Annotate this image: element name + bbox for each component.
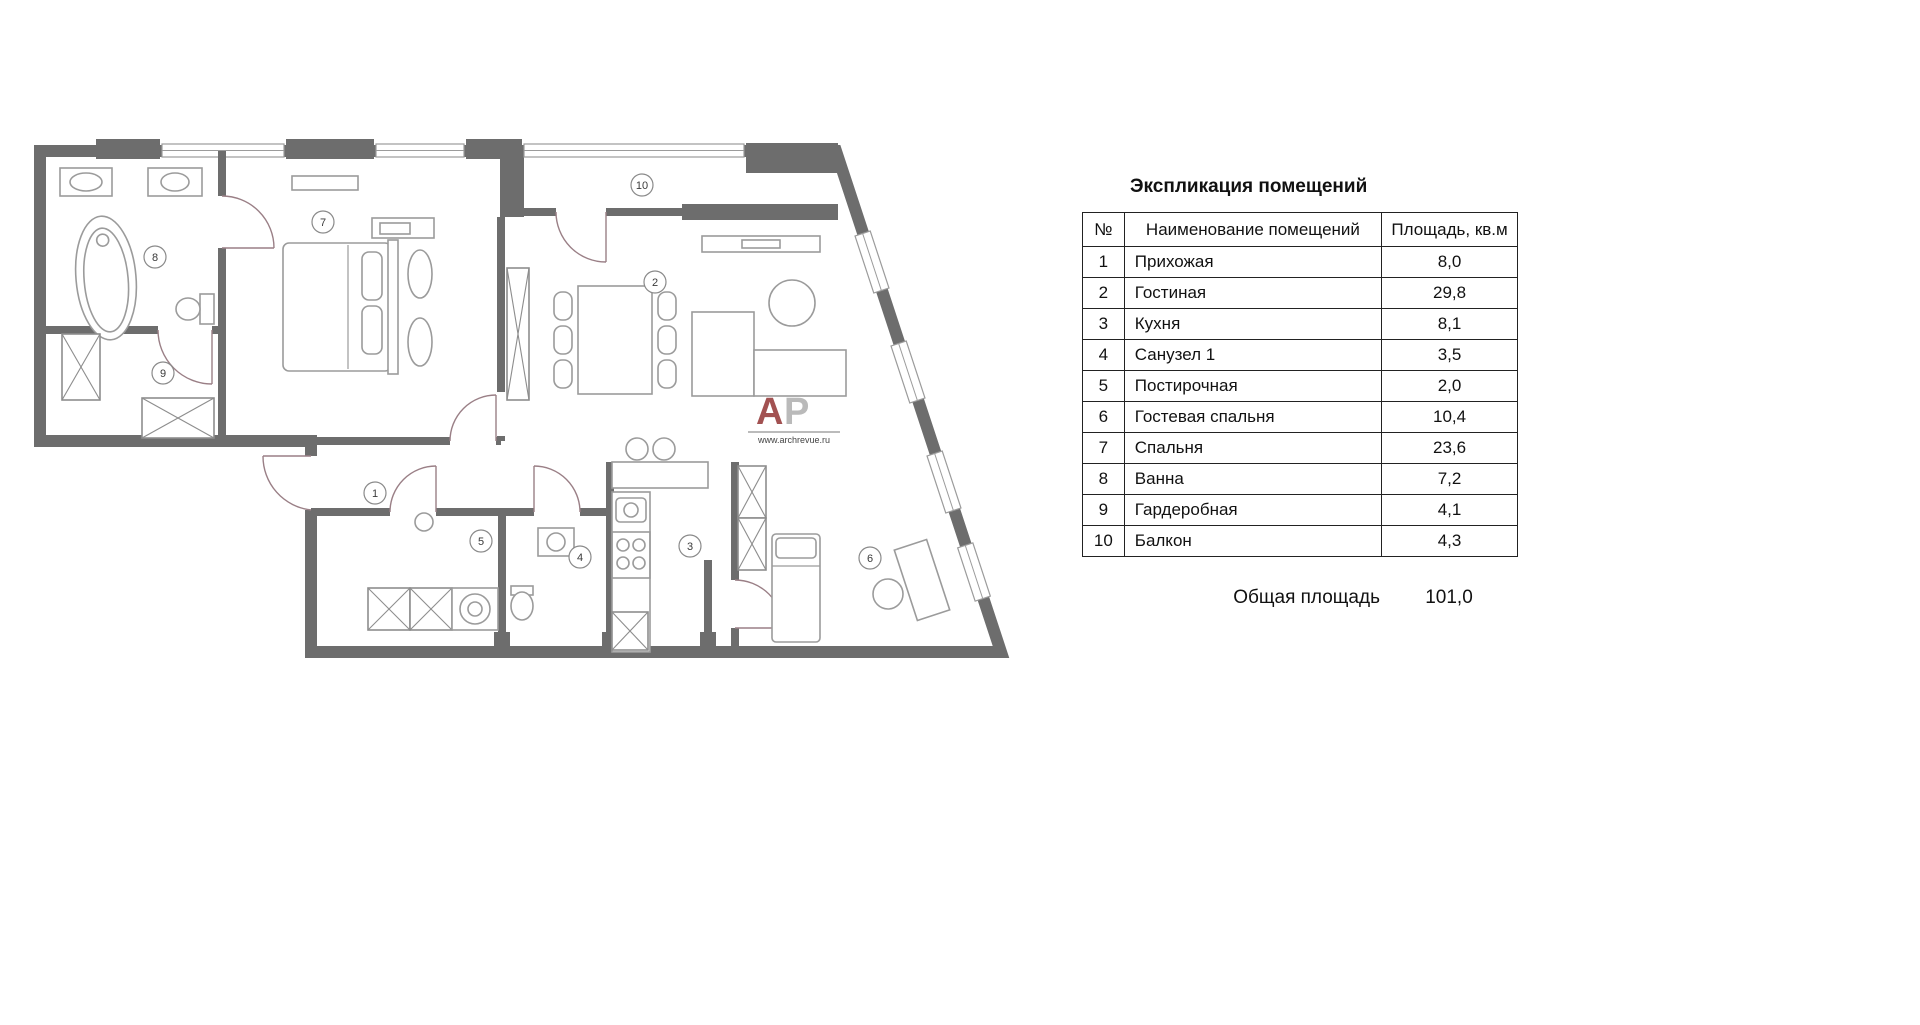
wall-piers — [96, 139, 838, 652]
svg-text:6: 6 — [867, 553, 873, 565]
schedule-table: № Наименование помещений Площадь, кв.м 1… — [1082, 212, 1518, 557]
window — [161, 143, 745, 158]
svg-text:Р: Р — [784, 391, 809, 433]
floor-plan: 1 2 3 4 5 6 7 8 9 10 А Р www.archrevue.r… — [34, 139, 1010, 658]
coffee-table — [768, 279, 816, 327]
guest-bed — [771, 533, 821, 643]
desk-chair — [872, 578, 904, 610]
washing-machine — [451, 587, 499, 631]
total-area-value: 101,0 — [1425, 587, 1473, 608]
dining-table — [553, 285, 677, 395]
wc-fixtures — [510, 527, 575, 621]
header-name: Наименование помещений — [1123, 212, 1383, 247]
table-header-row: № Наименование помещений Площадь, кв.м — [1082, 212, 1518, 247]
window-slanted — [854, 230, 992, 602]
bedroom-furniture — [282, 175, 435, 375]
sofa — [691, 311, 847, 397]
wardrobe-cabinet — [61, 333, 215, 439]
entry-gap — [303, 456, 319, 510]
toilet — [175, 293, 215, 325]
svg-text:А: А — [756, 391, 783, 433]
svg-text:10: 10 — [636, 180, 648, 192]
bathtub — [74, 215, 138, 341]
vanity-sink — [59, 167, 203, 197]
svg-text:8: 8 — [152, 252, 158, 264]
tv-console — [701, 235, 821, 253]
schedule-title: Экспликация помещений — [1130, 176, 1368, 197]
svg-text:4: 4 — [577, 552, 583, 564]
room-schedule-panel: Экспликация помещений № Наименование пом… — [1082, 176, 1518, 609]
room-label: 1 2 3 4 5 6 7 8 9 10 — [143, 173, 882, 570]
svg-text:9: 9 — [160, 368, 166, 380]
svg-text:www.archrevue.ru: www.archrevue.ru — [757, 435, 830, 445]
ceiling-light — [414, 512, 434, 532]
fridge — [611, 611, 649, 651]
stove — [611, 531, 651, 579]
desk — [893, 538, 951, 622]
media-column — [506, 267, 530, 401]
watermark-logo: А Р www.archrevue.ru — [748, 391, 840, 445]
header-area: Площадь, кв.м — [1381, 212, 1518, 247]
svg-text:3: 3 — [687, 541, 693, 553]
svg-text:2: 2 — [652, 277, 658, 289]
header-num: № — [1082, 212, 1125, 247]
svg-text:1: 1 — [372, 488, 378, 500]
laundry-cabinets — [367, 587, 453, 631]
total-area-label: Общая площадь — [1233, 587, 1380, 608]
total-area: Общая площадь 101,0 — [1082, 587, 1518, 609]
svg-text:7: 7 — [320, 217, 326, 229]
guest-wardrobe — [737, 465, 767, 571]
svg-text:5: 5 — [478, 536, 484, 548]
